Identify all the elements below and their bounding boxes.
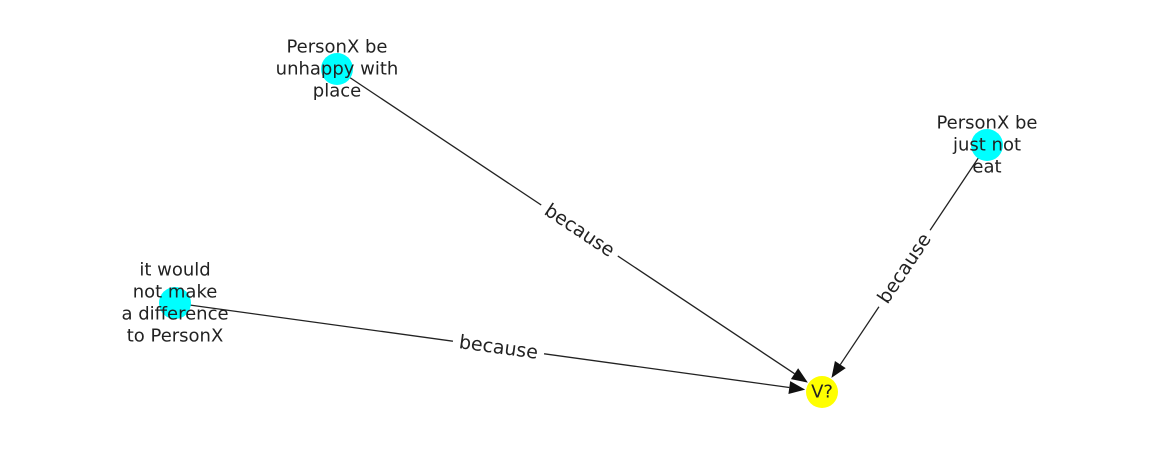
node-circle: [159, 287, 191, 319]
node-circle: [971, 129, 1003, 161]
edge-label-text: because: [540, 199, 618, 261]
node-label-line: eat: [972, 157, 1001, 178]
arrow-head-n2-n4: [831, 360, 846, 378]
node-label-line: place: [313, 81, 361, 102]
edge-label-background: [867, 222, 942, 315]
node-label-line: just not: [952, 135, 1021, 156]
node-label-line: it would: [139, 260, 210, 281]
arrow-head-n1-n4: [790, 368, 808, 383]
node-label-line: V?: [811, 382, 833, 403]
edge-label-background: [533, 193, 626, 268]
arrow-head-n3-n4: [788, 381, 806, 394]
node-label-line: not make: [133, 282, 218, 303]
node-label-line: a difference: [121, 304, 228, 325]
edge-label-n1-n4: because: [533, 193, 626, 268]
edge-labels-layer: because because because: [451, 193, 942, 368]
edge-label-n2-n4: because: [867, 222, 942, 315]
edge-label-n3-n4: because: [451, 327, 546, 368]
node-label-line: PersonX be: [286, 37, 387, 58]
node-v: V?: [806, 376, 838, 408]
node-circle: [806, 376, 838, 408]
edge-label-text: because: [873, 229, 935, 307]
node-label-line: unhappy with: [276, 59, 399, 80]
edge-label-background: [451, 327, 546, 368]
node-label-line: PersonX be: [936, 113, 1037, 134]
node-label-line: to PersonX: [127, 326, 224, 347]
node-circle: [321, 53, 353, 85]
